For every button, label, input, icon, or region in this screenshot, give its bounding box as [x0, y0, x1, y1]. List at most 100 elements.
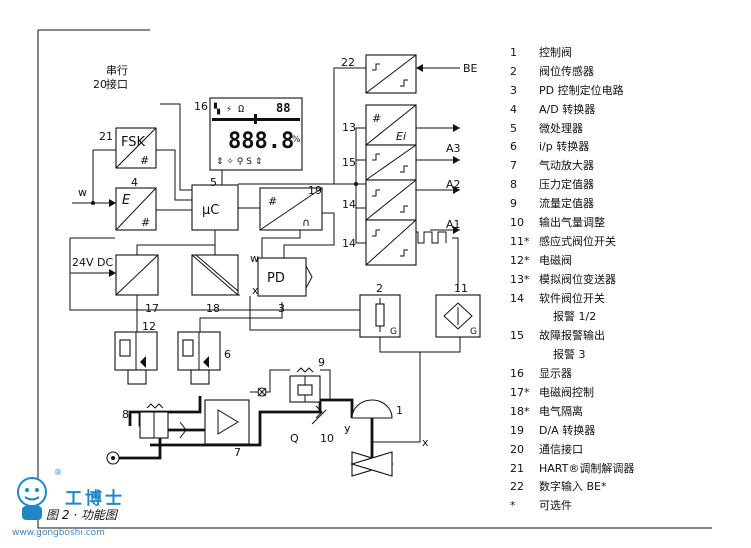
pd-x-label: x: [252, 284, 259, 297]
block-18-diag: [191, 254, 239, 296]
legend-item-text: A/D 转换器: [539, 102, 596, 116]
wire-serial-uc: [160, 103, 192, 191]
wire-bus-13: [355, 127, 366, 184]
block-13-ei: Ei: [396, 130, 406, 143]
legend-item: 18*电气隔离: [510, 403, 742, 422]
num-2: 2: [376, 282, 383, 295]
legend-item: 13*模拟阀位变送器: [510, 271, 742, 290]
legend-item-text: 电磁阀: [539, 253, 572, 267]
num-22: 22: [341, 56, 355, 69]
num-18: 18: [206, 302, 220, 315]
figure-caption: 图 2 · 功能图: [46, 508, 117, 522]
legend-item-text: 感应式阀位开关: [539, 234, 616, 248]
block-18-diag2: [195, 254, 239, 292]
legend-item-text: HART®调制解调器: [539, 461, 635, 475]
legend-item-number: 5: [510, 121, 517, 135]
block-21-diag: [115, 127, 157, 169]
legend-item-text: 报警 1/2: [553, 310, 597, 324]
block-14b-step: [372, 229, 380, 237]
legend-item-number: 17*: [510, 386, 530, 400]
legend-item-number: 6: [510, 140, 517, 154]
legend-item-text: 输出气量调整: [539, 216, 605, 230]
legend-item-text: 控制阀: [539, 46, 572, 59]
legend-item-number: 21: [510, 461, 524, 475]
num-15: 15: [342, 156, 356, 169]
legend-item-number: 2: [510, 64, 517, 78]
frame-border: [37, 30, 712, 529]
legend-item-number: 22: [510, 480, 524, 494]
num-6: 6: [224, 348, 231, 361]
legend-item-text: PD 控制定位电路: [539, 83, 624, 97]
block-19-diag: [259, 187, 323, 231]
wire-da-pd: [283, 212, 335, 258]
fsk-hash: #: [140, 154, 149, 167]
block-6-base: [190, 369, 210, 385]
wire-bus-22: [333, 67, 366, 184]
legend-item-number: 12*: [510, 253, 530, 267]
block-4-diag: [115, 187, 157, 231]
block-9-spring: [296, 367, 314, 373]
valve-x-label: x: [422, 436, 429, 449]
block-22-step: [372, 63, 380, 71]
arrow-a1: [453, 226, 460, 234]
input-24v-label: 24V DC: [72, 256, 113, 269]
num-10: 10: [320, 432, 334, 445]
block-12-base: [127, 369, 147, 385]
wire-left-loop: [69, 238, 360, 311]
block-5-uc: [191, 184, 239, 231]
serial-port-number: 20: [93, 78, 107, 91]
block-22-step2: [400, 79, 408, 87]
watermark-logo: ® 工博士 www.gongboshi.com: [10, 468, 170, 544]
legend-item-number: 14: [510, 291, 524, 305]
legend-item-text: 电磁阀控制: [539, 386, 594, 400]
legend-item-number: 19: [510, 423, 524, 437]
throttle-q-arrow: [311, 409, 327, 425]
num-13: 13: [342, 121, 356, 134]
legend-item: 报警 1/2: [510, 308, 742, 327]
legend-item-number: 7: [510, 159, 517, 173]
legend-item-number: 9: [510, 197, 517, 211]
legend-item-number: 15: [510, 329, 524, 343]
arrow-be: [416, 64, 423, 72]
num-1: 1: [396, 404, 403, 417]
legend-item: 1 控制阀: [510, 44, 742, 63]
legend-item-text: 故障报警输出: [539, 329, 605, 343]
legend-item-number: 20: [510, 442, 524, 456]
legend-item-text: 微处理器: [539, 121, 583, 135]
fsk-text: FSK: [121, 135, 146, 150]
input-w-label: w: [78, 186, 87, 199]
legend-item: 报警 3: [510, 346, 742, 365]
pd-text: PD: [267, 271, 285, 286]
serial-port-label-1: 串行: [106, 64, 128, 77]
legend-item-number: 8: [510, 178, 517, 192]
legend-item-number: 1: [510, 46, 517, 59]
block-7-amplifier: [204, 399, 250, 445]
legend-item: 21 HART®调制解调器: [510, 460, 742, 479]
num-12: 12: [142, 320, 156, 333]
legend-item-number: *: [510, 499, 516, 513]
da-hash: #: [268, 195, 277, 208]
block-11-diamond: [443, 302, 473, 330]
logo-brand: 工博士: [65, 489, 125, 509]
num-14b: 14: [342, 237, 356, 250]
legend-item: 7 气动放大器: [510, 157, 742, 176]
block-12-mark: [140, 356, 146, 368]
legend-item-text: i/p 转换器: [539, 140, 590, 154]
pd-w-label: w: [250, 252, 259, 265]
num-11: 11: [454, 282, 468, 295]
legend-item: 5 微处理器: [510, 120, 742, 139]
uc-text: μC: [202, 203, 219, 218]
legend-item-text: 气动放大器: [539, 159, 594, 173]
arrow-a2: [453, 186, 460, 194]
lcd-bottom-icons: ⇕ ✧ ⚲ S ⇕: [216, 157, 262, 167]
logo-registered: ®: [54, 468, 62, 477]
valve-actuator: [351, 399, 393, 419]
block-17-diag: [115, 254, 159, 296]
num-9: 9: [318, 356, 325, 369]
